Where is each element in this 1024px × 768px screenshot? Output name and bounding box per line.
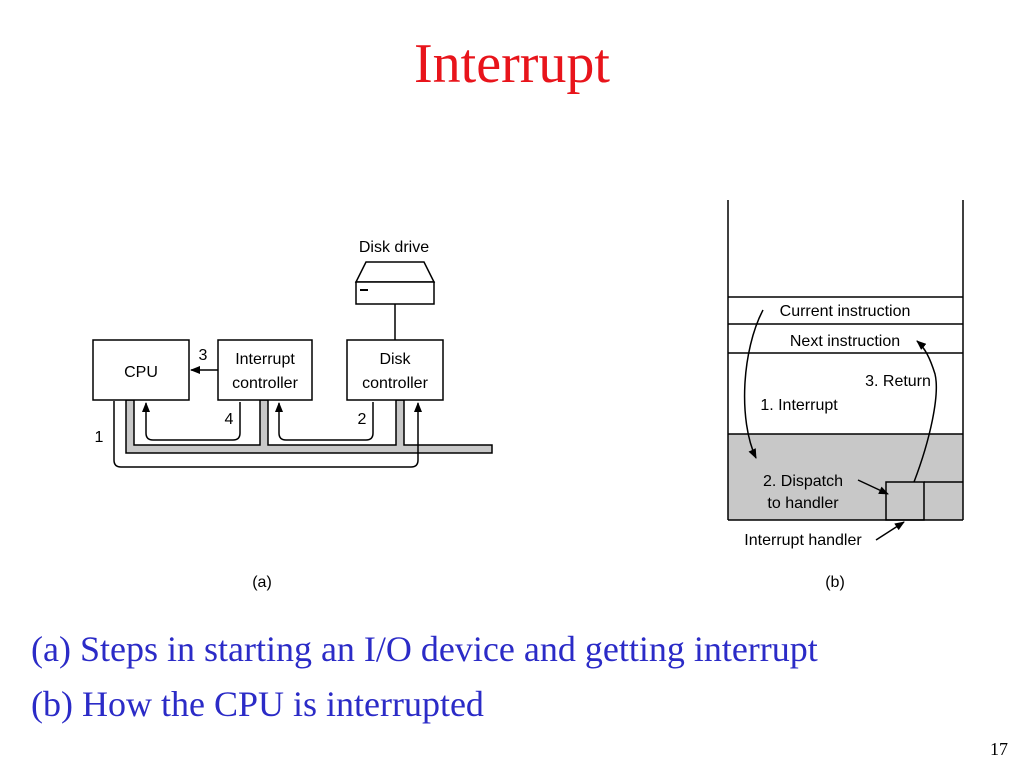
step-1-label: 1 <box>95 429 104 446</box>
next-instruction-label: Next instruction <box>790 333 900 350</box>
step-3-label: 3 <box>199 347 208 364</box>
cpu-box <box>92 339 190 401</box>
figure-a: Disk drive CPU Interrupt controller Disk… <box>92 239 493 591</box>
disk-controller-label-1: Disk <box>379 351 411 368</box>
interrupt-controller-label-1: Interrupt <box>235 351 295 368</box>
disk-drive-icon <box>354 261 436 305</box>
dispatch-arrow <box>857 479 889 495</box>
slide-title: Interrupt <box>414 33 610 95</box>
step-return-label: 3. Return <box>865 373 931 390</box>
cpu-label: CPU <box>124 364 158 381</box>
disk-controller-box <box>346 339 444 401</box>
current-instruction-label: Current instruction <box>780 303 911 320</box>
step-2-arrow <box>275 402 374 441</box>
step-dispatch-label-2: to handler <box>767 495 839 512</box>
page-number: 17 <box>990 739 1008 759</box>
step-interrupt-label: 1. Interrupt <box>760 397 838 414</box>
caption-b: (b) How the CPU is interrupted <box>31 684 484 724</box>
figure-a-label: (a) <box>252 574 272 591</box>
step-4-arrow <box>142 402 241 441</box>
disk-drive-label: Disk drive <box>359 239 429 256</box>
handler-box <box>885 481 925 521</box>
figure-b: Current instruction Next instruction 1. … <box>727 200 964 591</box>
return-arrow <box>913 340 938 483</box>
system-bus <box>125 399 493 454</box>
step-1-arrow <box>113 401 422 468</box>
step-2-label: 2 <box>358 411 367 428</box>
disk-controller-label-2: controller <box>362 375 428 392</box>
interrupt-handler-label: Interrupt handler <box>744 532 862 549</box>
interrupt-arrow <box>743 309 764 459</box>
step-4-label: 4 <box>225 411 234 428</box>
caption-a: (a) Steps in starting an I/O device and … <box>31 629 818 669</box>
figure-b-label: (b) <box>825 574 845 591</box>
step-dispatch-label-1: 2. Dispatch <box>763 473 843 490</box>
interrupt-controller-label-2: controller <box>232 375 298 392</box>
handler-pointer-arrow <box>875 521 905 541</box>
